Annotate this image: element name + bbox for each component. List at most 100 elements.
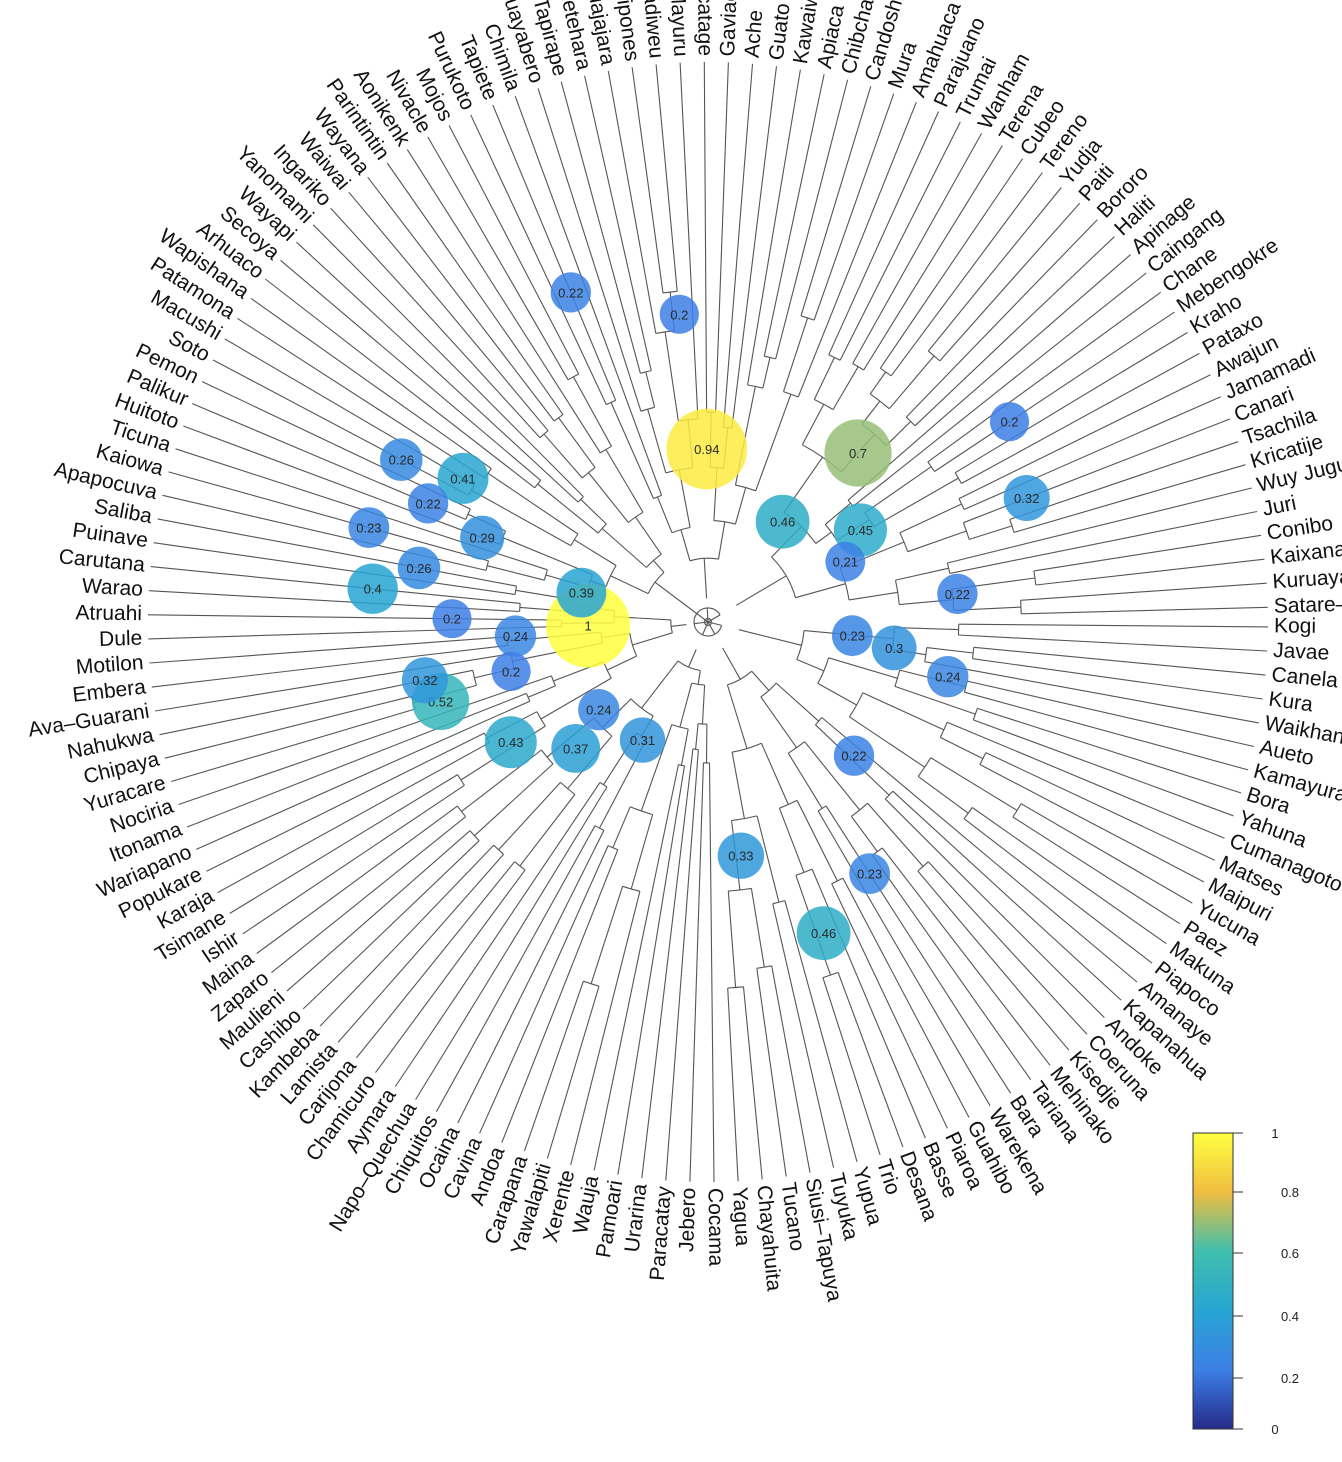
tree-branch [640,724,673,812]
tree-branch-arc [796,630,805,660]
tree-branch [617,765,686,1175]
cluster-value-label: 0.22 [841,749,866,764]
tree-branch [601,527,647,568]
tree-branch-arc [760,682,777,698]
tree-branch-arc [678,764,685,767]
tree-branch-arc [979,752,987,765]
tree-branch [813,93,895,321]
tree-branch [722,647,741,680]
tree-branch [804,741,861,811]
tree-branch [762,357,771,389]
tree-branch-arc [800,315,815,321]
cluster-value-label: 0.3 [885,641,903,656]
cluster-value-label: 0.46 [811,926,836,941]
cluster-value-label: 0.39 [569,586,594,601]
cluster-circle [666,408,748,490]
tree-branch [448,125,580,375]
tree-branch-arc [954,472,962,484]
tree-branch [1013,464,1246,533]
cluster-circle [494,615,537,657]
tree-branch [958,634,1268,652]
tree-branch [694,621,709,625]
tree-branch [731,752,745,819]
cluster-value-label: 0.2 [502,664,520,679]
tree-branch [655,64,678,292]
tip-label: Javae [1273,639,1330,665]
tree-branch [280,259,542,481]
tree-branch [148,625,562,640]
tip-label: Satare–Mawe [1273,591,1342,617]
cluster-circle [831,615,873,657]
tree-branch [828,657,898,679]
tree-branch [150,566,521,604]
tree-branch-arc [817,657,830,684]
cluster-circle [551,724,601,773]
tree-branch [849,716,926,768]
tree-branch [822,977,881,1156]
tree-branch [286,830,471,992]
tree-branch [967,680,1255,748]
tree-branch [726,684,748,749]
tree-branch [229,774,458,914]
tree-branch [832,366,859,410]
tree-branch [610,575,649,595]
cluster-value-label: 1 [584,619,591,634]
tree-branch [519,794,576,867]
tree-branch [750,888,765,968]
tree-branch-arc [962,522,970,540]
tree-branch [355,861,516,1059]
tree-branch-arc [539,430,549,439]
cluster-circle [578,689,620,731]
tree-branch [652,560,665,573]
tree-branch [330,207,541,439]
tree-branch [842,877,970,1118]
cluster-value-label: 0.23 [857,867,882,882]
tree-branch [888,355,935,410]
cluster-marker: 0.2 [491,651,531,692]
tree-branch [763,74,825,357]
tree-branch-arc [692,748,699,751]
colorbar-tick-0.4: 0.4 [1233,1309,1299,1324]
tree-branch [787,752,823,809]
tree-branch [610,402,655,499]
tree-branch [590,886,624,984]
cluster-circle [937,573,978,615]
tree-branch [954,332,1188,474]
tree-branch [168,471,489,562]
tree-branch-arc [869,393,890,410]
tree-branch [584,75,652,371]
tree-branch [899,503,962,534]
cluster-value-label: 0.7 [849,446,867,461]
cluster-circle [833,735,875,776]
tree-branch-arc [645,553,662,568]
cluster-marker: 0.29 [460,515,505,560]
colorbar-legend: 1 0.8 0.6 0.4 0.2 0 [1192,1126,1299,1437]
tree-branch-arc [971,647,975,659]
tree-branch [558,417,596,468]
tree-branch [479,845,609,1134]
tree-branch [631,67,664,293]
tree-branch [722,63,754,428]
tree-branch-arc [514,861,526,871]
cluster-marker: 0.41 [437,452,489,504]
tree-branch [386,162,564,415]
tree-branch [782,317,809,392]
cluster-value-label: 0.26 [406,561,431,576]
tree-branch [775,79,849,360]
tree-branch [540,677,612,720]
tree-branch [492,104,617,401]
tree-branch [607,70,657,334]
tree-branch [847,254,1131,501]
cluster-value-label: 0.41 [450,471,475,486]
tree-branch [195,700,531,850]
tree-branch [435,825,596,1112]
cluster-circle [717,832,765,879]
tree-branch [687,649,697,668]
tree-branch [457,830,605,1124]
tree-branch [641,660,679,709]
tree-branch [884,798,1105,1018]
tree-branch-arc [852,363,864,371]
cluster-marker: 0.22 [407,483,449,524]
cluster-marker: 0.2 [989,402,1030,442]
tree-branch [224,338,475,486]
